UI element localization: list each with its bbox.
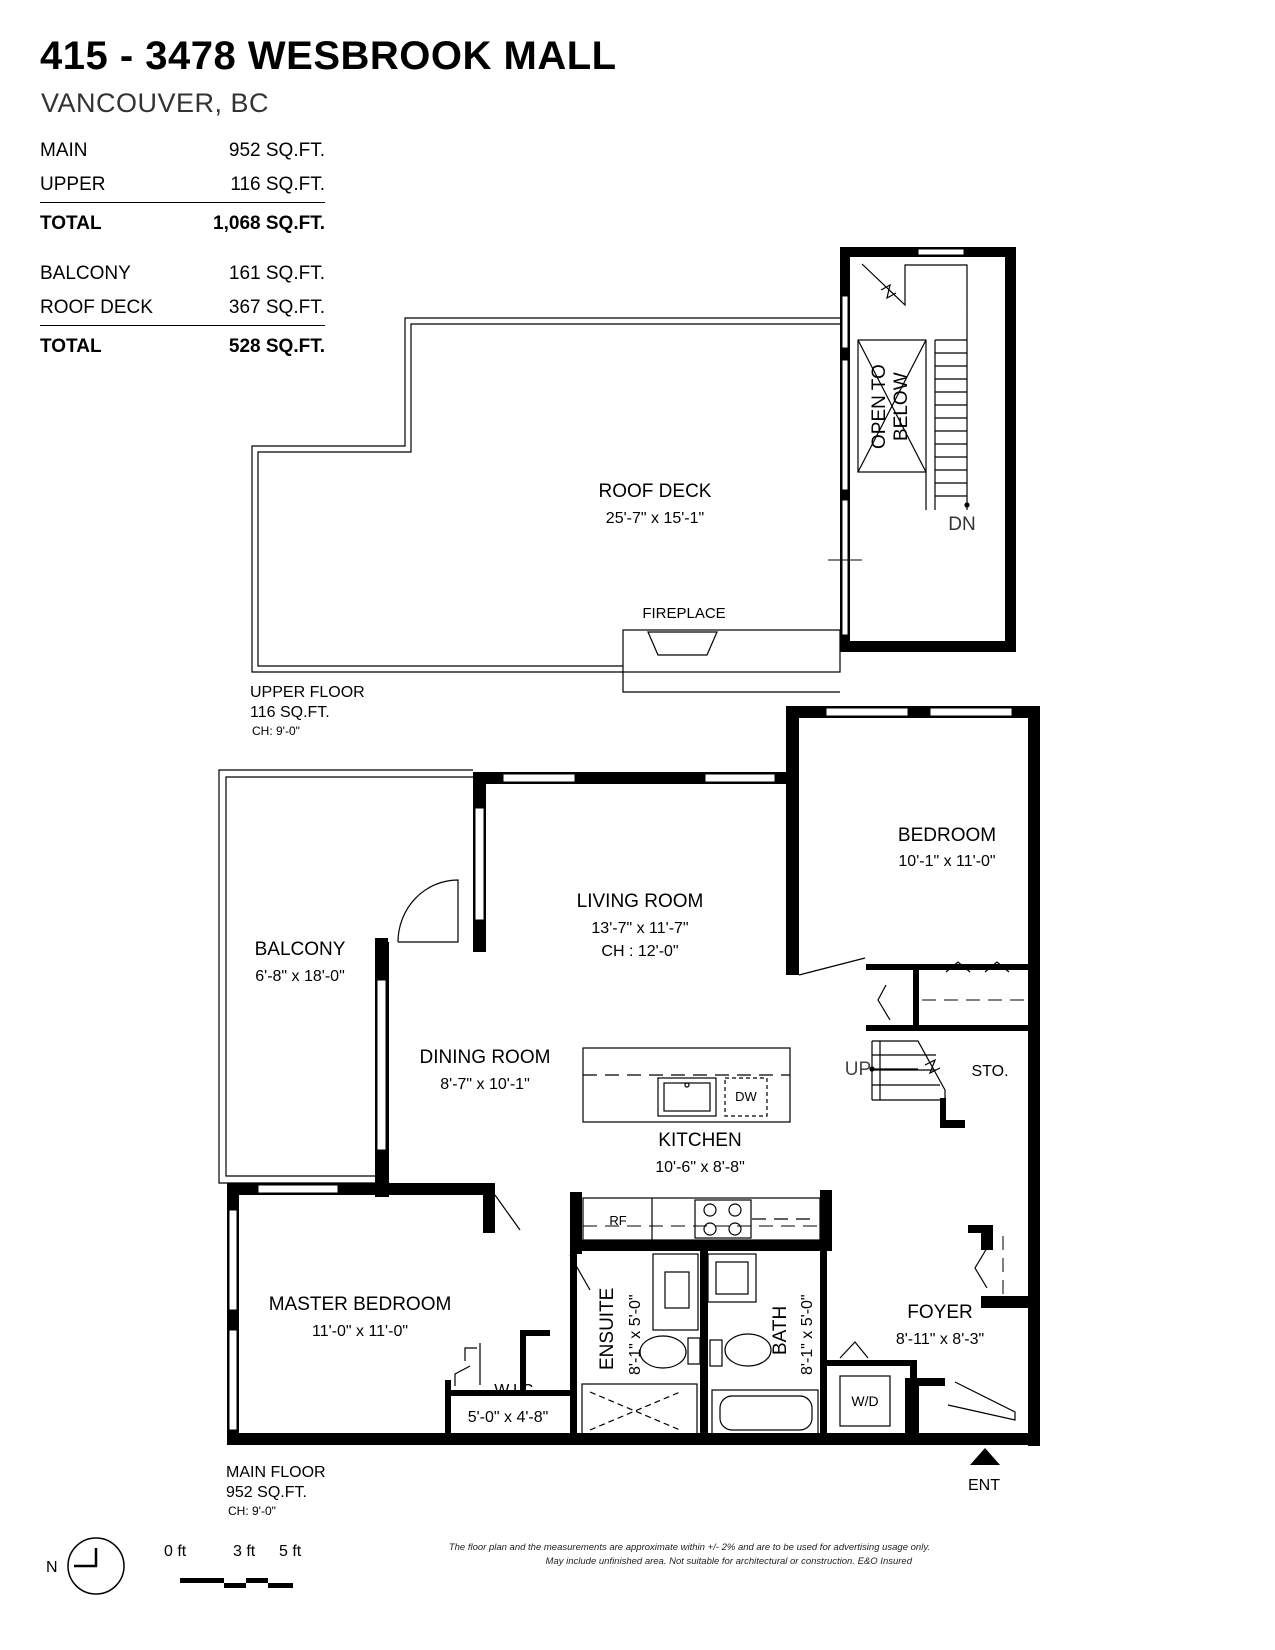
open-to-below-label: BELOW: [891, 372, 912, 441]
entry-arrow-icon: [970, 1448, 1000, 1465]
roof-deck-name: ROOF DECK: [599, 481, 712, 502]
window: [841, 359, 849, 491]
scale-label: 3 ft: [233, 1543, 256, 1560]
window: [841, 295, 849, 349]
washer-dryer-label: W/D: [851, 1393, 878, 1409]
wic-dims: 5'-0" x 4'-8": [468, 1409, 549, 1426]
upper-floor-plan: ROOF DECK 25'-7" x 15'-1" FIREPLACE OPEN…: [250, 247, 1016, 738]
interior-walls: [445, 960, 1028, 1445]
fireplace-icon: [647, 631, 718, 656]
main-floor-plan: BEDROOM 10'-1" x 11'-0" LIVING ROOM 13'-…: [218, 706, 1040, 1518]
area-label: MAIN: [40, 140, 88, 161]
bath-name: BATH: [770, 1306, 791, 1355]
main-stairs: [869, 1040, 946, 1128]
area-row-upper: UPPER 116 SQ.FT.: [40, 168, 325, 202]
master-bedroom-dims: 11'-0" x 11'-0": [312, 1323, 408, 1340]
kitchen-name: KITCHEN: [658, 1130, 741, 1151]
area-table: MAIN 952 SQ.FT. UPPER 116 SQ.FT. TOTAL 1…: [40, 134, 325, 366]
north-arrow-icon: [67, 1537, 125, 1595]
wic-name: W.I.C.: [494, 1382, 538, 1399]
area-value: 161 SQ.FT.: [228, 263, 325, 284]
property-title: 415 - 3478 WESBROOK MALL: [40, 34, 617, 78]
balcony-dims: 6'-8" x 18'-0": [255, 968, 345, 985]
storage-label: STO.: [971, 1063, 1008, 1080]
disclaimer-line-2: May include unfinished area. Not suitabl…: [545, 1556, 912, 1567]
kitchen-counter: [582, 1197, 821, 1241]
dishwasher-label: DW: [735, 1089, 757, 1104]
scale-label: 0 ft: [164, 1543, 187, 1560]
legend: N 0 ft 3 ft 5 ft: [46, 1537, 302, 1595]
living-room-ceiling: CH : 12'-0": [601, 943, 678, 960]
area-value: 1,068 SQ.FT.: [213, 213, 325, 234]
bedroom-name: BEDROOM: [898, 825, 996, 846]
scale-label: 5 ft: [279, 1543, 302, 1560]
main-floor-ceiling: CH: 9'-0": [228, 1504, 276, 1518]
area-value: 116 SQ.FT.: [230, 174, 325, 195]
kitchen-island: [582, 1047, 791, 1123]
area-label: UPPER: [40, 174, 106, 195]
area-row-exterior-total: TOTAL 528 SQ.FT.: [40, 325, 325, 366]
ensuite-fixtures: [581, 1253, 701, 1437]
upper-floor-area: 116 SQ.FT.: [250, 704, 330, 721]
fireplace-box: [622, 629, 841, 673]
area-value: 367 SQ.FT.: [228, 297, 325, 318]
balcony-outline-inner: [225, 776, 473, 1177]
property-city: VANCOUVER, BC: [41, 88, 270, 118]
closet-lines: [583, 999, 1028, 1300]
area-label: ROOF DECK: [40, 297, 153, 318]
roof-deck-outline-inner: [257, 323, 840, 667]
roof-deck-dims: 25'-7" x 15'-1": [606, 510, 704, 527]
fireplace-label: FIREPLACE: [642, 605, 725, 622]
area-row-balcony: BALCONY 161 SQ.FT.: [40, 257, 325, 291]
ensuite-name: ENSUITE: [597, 1288, 618, 1370]
dining-room-dims: 8'-7" x 10'-1": [440, 1076, 530, 1093]
entry-label: ENT: [968, 1477, 1000, 1494]
area-row-main: MAIN 952 SQ.FT.: [40, 134, 325, 168]
upper-stairs: [857, 263, 970, 510]
area-value: 952 SQ.FT.: [228, 140, 325, 161]
main-floor-area: 952 SQ.FT.: [226, 1484, 307, 1501]
fridge-label: RF: [609, 1213, 626, 1228]
main-floor-label: MAIN FLOOR: [226, 1464, 326, 1481]
area-row-interior-total: TOTAL 1,068 SQ.FT.: [40, 202, 325, 243]
upper-floor-ceiling: CH: 9'-0": [252, 724, 300, 738]
area-label: TOTAL: [40, 336, 102, 357]
area-row-roof-deck: ROOF DECK 367 SQ.FT.: [40, 291, 325, 325]
area-label: BALCONY: [40, 263, 131, 284]
wall: [1005, 247, 1016, 652]
foyer-dims: 8'-11" x 8'-3": [896, 1331, 984, 1348]
area-label: TOTAL: [40, 213, 102, 234]
balcony-name: BALCONY: [255, 939, 346, 960]
master-bedroom-name: MASTER BEDROOM: [269, 1294, 452, 1315]
kitchen-dims: 10'-6" x 8'-8": [655, 1159, 745, 1176]
stair-up-label: UP: [845, 1059, 871, 1080]
living-room-dims: 13'-7" x 11'-7": [591, 920, 688, 937]
bath-fixtures: [707, 1253, 824, 1437]
roof-deck-outline: [251, 317, 840, 693]
main-windows: [228, 707, 1013, 1431]
wall: [840, 641, 1016, 652]
dining-room-name: DINING ROOM: [420, 1047, 551, 1068]
upper-floor-label: UPPER FLOOR: [250, 684, 365, 701]
north-label: N: [46, 1559, 58, 1576]
scale-bar: [180, 1578, 293, 1588]
bath-dims: 8'-1" x 5'-0": [799, 1294, 816, 1375]
living-room-name: LIVING ROOM: [577, 891, 704, 912]
bedroom-dims: 10'-1" x 11'-0": [898, 853, 995, 870]
doors: [397, 879, 1016, 1421]
window: [917, 248, 965, 256]
disclaimer-line-1: The floor plan and the measurements are …: [448, 1542, 930, 1553]
area-value: 528 SQ.FT.: [228, 336, 325, 357]
foyer-name: FOYER: [907, 1302, 972, 1323]
stair-down-label: DN: [948, 514, 975, 535]
window: [841, 499, 849, 636]
open-to-below-label: OPEN TO: [869, 364, 890, 449]
ensuite-dims: 8'-1" x 5'-0": [627, 1294, 644, 1375]
washer-dryer: [839, 1375, 891, 1427]
